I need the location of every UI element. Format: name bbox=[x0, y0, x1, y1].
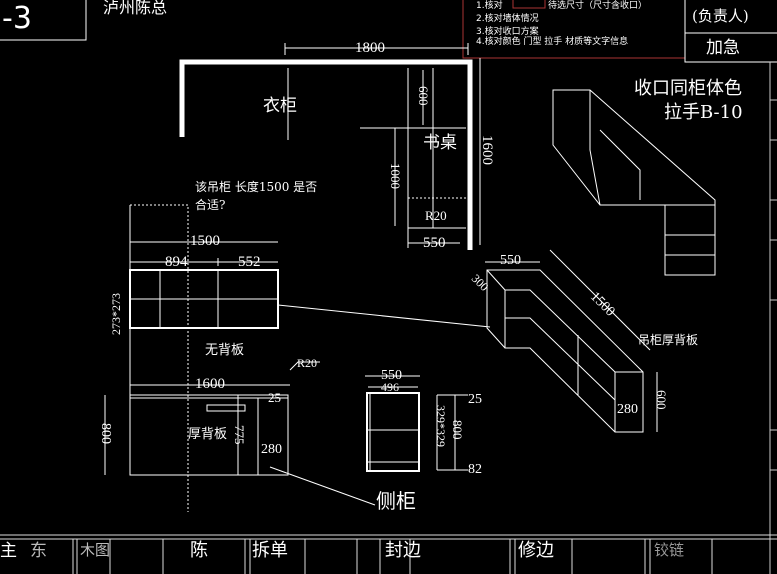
side-cabinet-lines bbox=[365, 375, 420, 471]
dim-550-side-text: 550 bbox=[381, 368, 402, 383]
dim-600-text: 600 bbox=[416, 86, 431, 106]
dim-550-1600 bbox=[408, 58, 481, 245]
desk-label: 书桌 bbox=[423, 133, 457, 153]
dim-1600 bbox=[130, 361, 320, 386]
base-cabinet-handle bbox=[206, 404, 246, 412]
base-cabinet-lines bbox=[130, 397, 288, 475]
iso-hanging-cabinet bbox=[486, 269, 644, 433]
side-dims bbox=[436, 394, 468, 471]
responsible-cell: (负责人) bbox=[692, 7, 749, 25]
plan-inner-lines bbox=[287, 68, 466, 248]
notes-blank-box bbox=[512, 0, 546, 9]
remark-color: 收口同柜体色 bbox=[634, 78, 742, 99]
title-cell-main: 主 bbox=[0, 541, 17, 561]
dims-1500 bbox=[130, 241, 278, 266]
iso-dims bbox=[485, 249, 658, 432]
base-cabinet-front bbox=[129, 394, 289, 476]
length-question: 该吊柜 长度1500 是否合适? bbox=[195, 180, 318, 212]
note-3: 3.核对收口方案 bbox=[476, 27, 539, 37]
dim-25-text: 25 bbox=[268, 390, 281, 405]
dashed-reference bbox=[130, 204, 189, 512]
title-block-grid bbox=[0, 534, 777, 574]
drawing-number: -3 bbox=[2, 1, 32, 36]
iso-tall-cabinet bbox=[552, 89, 716, 276]
dim-25-side-text: 25 bbox=[468, 392, 482, 407]
iso-cabinet-label: 吊柜厚背板 bbox=[638, 333, 699, 347]
dim-1000-text: 1000 bbox=[388, 163, 403, 189]
right-edge-table bbox=[769, 62, 777, 574]
dim-1500-text: 1500 bbox=[190, 233, 220, 249]
dim-550-iso-text: 550 bbox=[500, 253, 521, 268]
urgent-label: 加急 bbox=[706, 38, 740, 58]
wardrobe-label: 衣柜 bbox=[263, 96, 297, 116]
dim-1600-plan-text: 1600 bbox=[479, 135, 495, 165]
side-leader bbox=[269, 466, 376, 506]
dim-800-side-text: 800 bbox=[450, 420, 465, 440]
note-1b: 待选尺寸（尺寸含收口） bbox=[548, 1, 648, 11]
title-cell-drawing: 木图 bbox=[80, 541, 111, 559]
dim-1600-text: 1600 bbox=[195, 376, 225, 392]
side-cabinet-label: 侧柜 bbox=[376, 489, 416, 513]
title-cell-edge: 封边 bbox=[385, 540, 421, 561]
radius-base-text: R20 bbox=[297, 356, 318, 370]
dim-550-plan-text: 550 bbox=[423, 235, 446, 251]
leader-line bbox=[277, 304, 491, 328]
wall-outline bbox=[179, 59, 473, 250]
title-cell-split: 拆单 bbox=[252, 540, 288, 561]
dim-800-text: 800 bbox=[98, 423, 113, 444]
title-cell-hinge: 铰链 bbox=[654, 541, 685, 559]
dim-1800 bbox=[284, 43, 469, 55]
dim-280-iso-text: 280 bbox=[617, 402, 638, 417]
title-cell-east: 东 bbox=[30, 541, 47, 561]
dim-82-text: 82 bbox=[468, 462, 482, 477]
customer-name: 泸州陈总 bbox=[103, 0, 168, 17]
dim-600-iso-text: 600 bbox=[654, 390, 669, 410]
no-back-label: 无背板 bbox=[205, 343, 245, 358]
note-1: 1.核对 bbox=[476, 1, 503, 11]
title-cell-trim: 修边 bbox=[518, 540, 554, 561]
dim-273-text: 273*273 bbox=[109, 293, 123, 335]
dim-552-text: 552 bbox=[238, 254, 261, 270]
dim-280-text: 280 bbox=[261, 442, 282, 457]
note-2: 2.核对墙体情况 bbox=[476, 14, 539, 24]
dim-496-text: 496 bbox=[381, 380, 399, 394]
radius-text: R20 bbox=[425, 208, 447, 223]
note-4: 4.核对颜色 门型 拉手 材质等文字信息 bbox=[476, 37, 629, 47]
header-box bbox=[0, 0, 87, 41]
dim-775-text: 775 bbox=[232, 425, 247, 445]
remark-handle: 拉手B-10 bbox=[664, 102, 743, 123]
dim-vertical bbox=[394, 70, 424, 226]
dim-894-text: 894 bbox=[165, 254, 188, 270]
title-cell-chen: 陈 bbox=[190, 540, 208, 561]
dim-329-text: 329*329 bbox=[434, 405, 448, 447]
top-right-table bbox=[684, 0, 777, 63]
wall-cabinet-dividers bbox=[130, 270, 278, 328]
side-cabinet bbox=[366, 392, 420, 472]
thick-back-label: 厚背板 bbox=[188, 427, 228, 442]
dim-800-775 bbox=[104, 395, 239, 475]
dim-1800-text: 1800 bbox=[355, 40, 385, 56]
